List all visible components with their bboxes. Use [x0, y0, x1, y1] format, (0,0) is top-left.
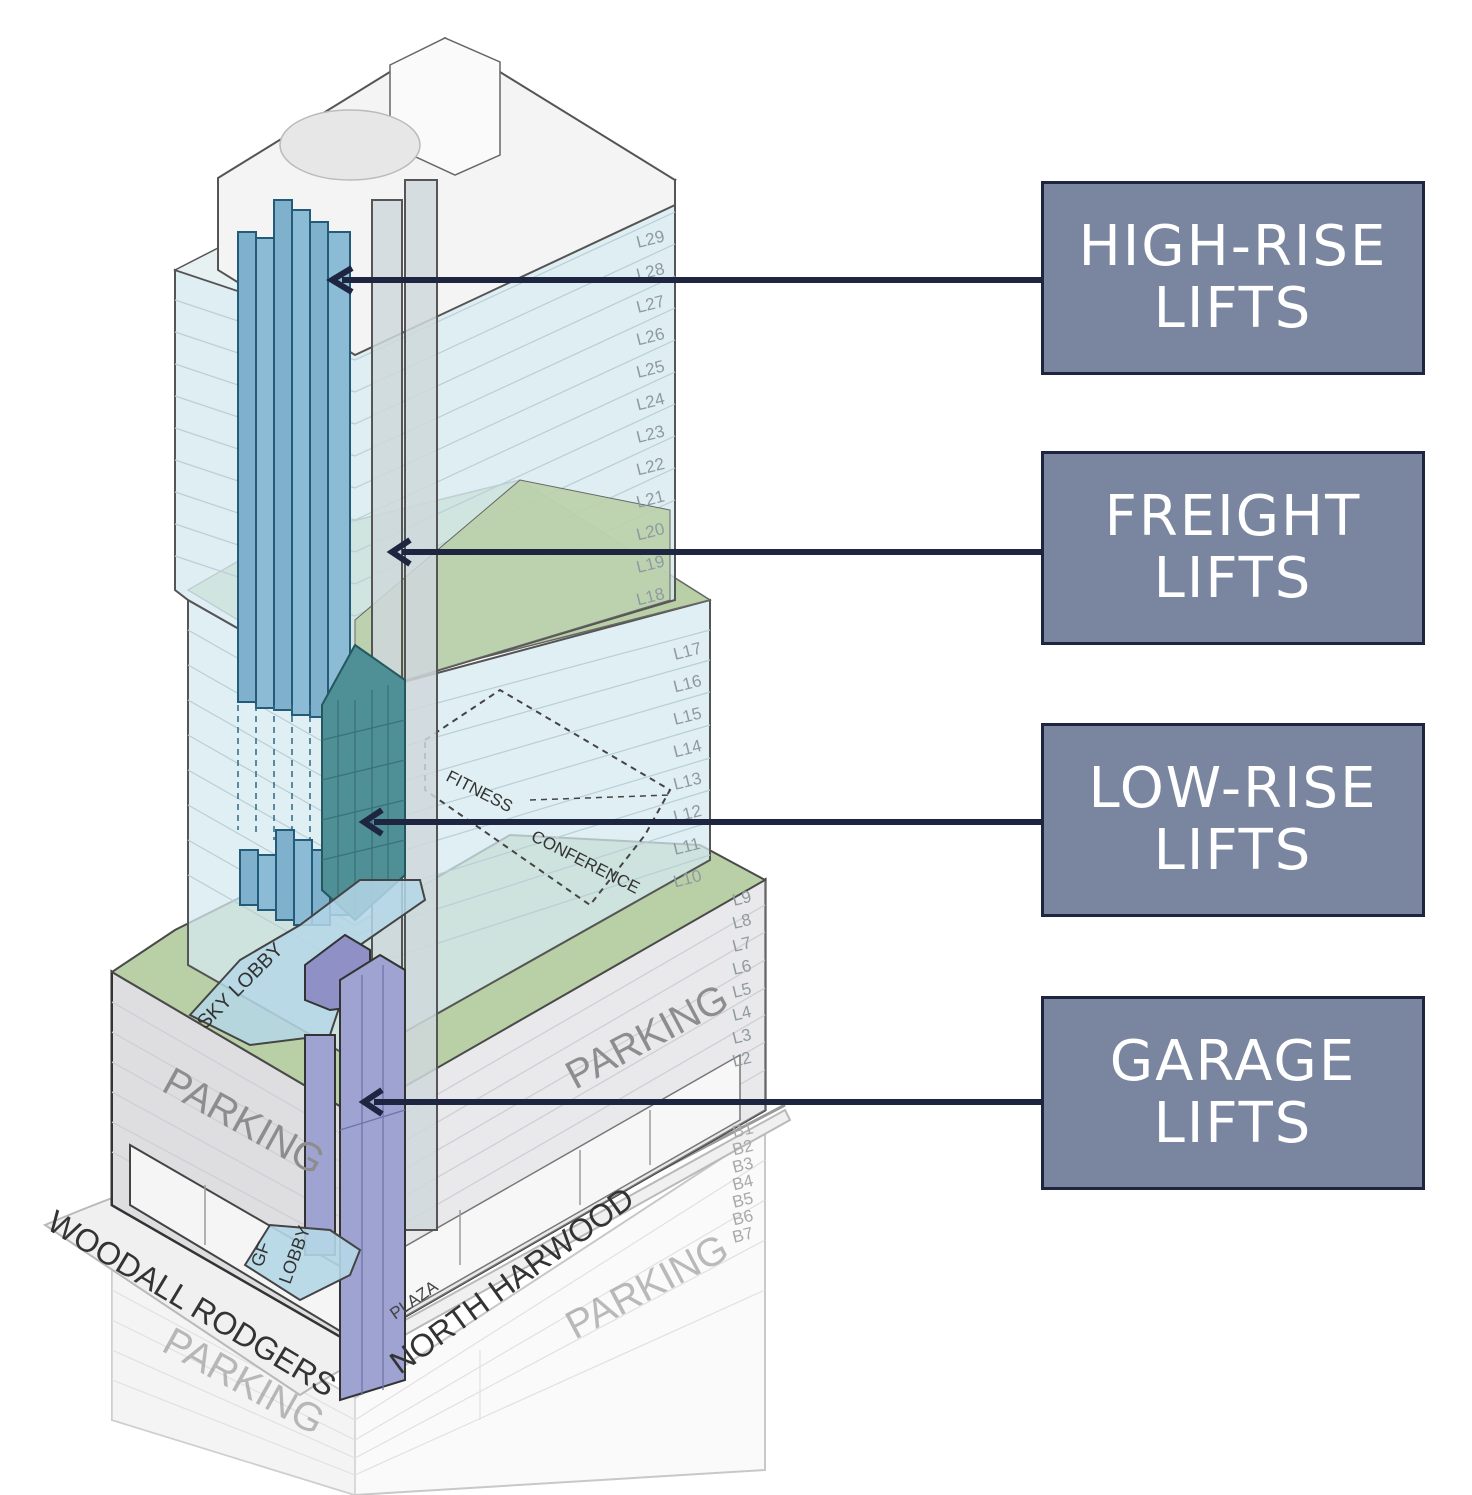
garage-shafts: [304, 933, 406, 1402]
low-rise-shafts: [321, 643, 406, 922]
basement-block: [111, 1128, 766, 1495]
level-label-b2: B2: [730, 1136, 755, 1159]
level-label-l2: L2: [730, 1048, 753, 1071]
arrowhead-garage: [358, 1087, 384, 1117]
callout-freight-line1: FREIGHT: [1104, 484, 1362, 549]
level-label-b1: B1: [730, 1118, 755, 1141]
callout-low-rise-line2: LIFTS: [1153, 818, 1313, 883]
callout-low-rise-line1: LOW-RISE: [1088, 756, 1378, 821]
arrowhead-low-rise: [358, 807, 384, 837]
level-label-l8: L8: [730, 910, 753, 933]
arrowhead-high-rise: [326, 265, 354, 295]
level-label-b5: B5: [730, 1188, 755, 1211]
level-label-l7: L7: [730, 933, 753, 956]
callout-high-rise-line1: HIGH-RISE: [1078, 214, 1388, 279]
level-label-b3: B3: [730, 1153, 755, 1176]
callout-freight-line2: LIFTS: [1153, 546, 1313, 611]
level-label-l3: L3: [730, 1025, 753, 1048]
level-label-l9: L9: [730, 887, 753, 910]
gf-lobby-plate: [243, 1223, 362, 1302]
level-label-l5: L5: [730, 979, 753, 1002]
callout-garage-lifts: GARAGE LIFTS: [1041, 996, 1425, 1190]
callout-high-rise-lifts: HIGH-RISE LIFTS: [1041, 181, 1425, 375]
level-label-l4: L4: [730, 1002, 753, 1025]
callout-low-rise-lifts: LOW-RISE LIFTS: [1041, 723, 1425, 917]
arrowhead-freight: [386, 537, 412, 567]
level-label-b6: B6: [730, 1206, 755, 1229]
level-label-l6: L6: [730, 956, 753, 979]
level-label-b4: B4: [730, 1171, 755, 1194]
callout-high-rise-line2: LIFTS: [1153, 276, 1313, 341]
callout-freight-lifts: FREIGHT LIFTS: [1041, 451, 1425, 645]
callout-garage-line1: GARAGE: [1109, 1029, 1357, 1094]
leader-arrows: [326, 265, 1041, 1117]
level-label-b7: B7: [730, 1223, 755, 1246]
callout-garage-line2: LIFTS: [1153, 1091, 1313, 1156]
